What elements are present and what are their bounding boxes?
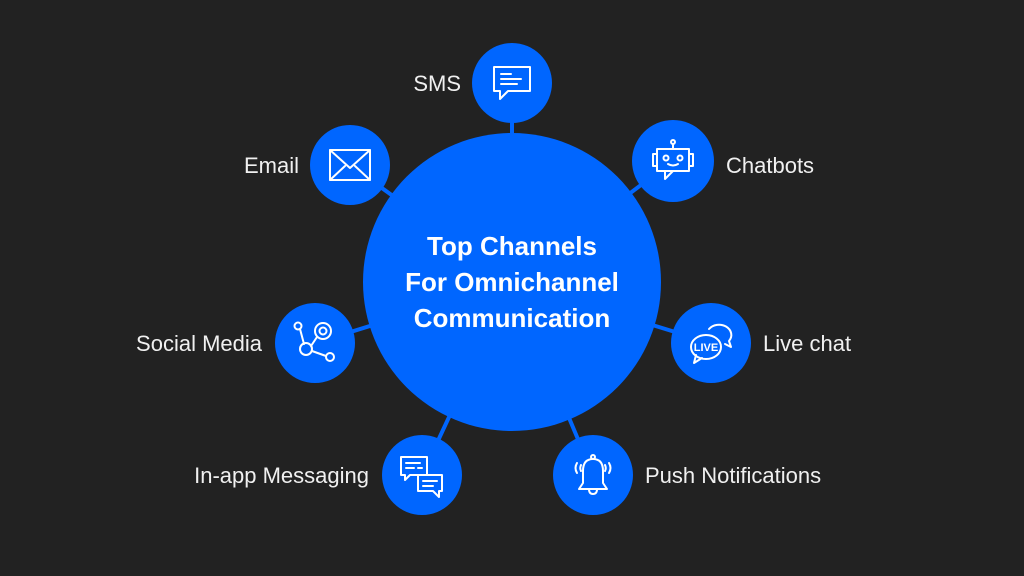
envelope-icon <box>326 141 374 189</box>
label-in-app-messaging: In-app Messaging <box>194 463 369 488</box>
robot-icon <box>649 137 697 185</box>
center-title: Top Channels For Omnichannel Communicati… <box>362 228 662 336</box>
chatbots-node-circle <box>632 120 714 202</box>
label-sms: SMS <box>413 71 461 96</box>
svg-text:LIVE: LIVE <box>694 342 718 354</box>
label-email: Email <box>243 153 299 178</box>
label-chatbots: Chatbots <box>726 153 815 178</box>
messages-icon <box>398 451 446 499</box>
center-hub-circle <box>363 133 661 431</box>
email-node-circle <box>310 125 390 205</box>
label-social-media: Social Media <box>136 331 262 356</box>
live-chat-node-circle <box>671 303 751 383</box>
title-line-3: Communication <box>413 303 611 333</box>
title-line-2: For Omnichannel <box>405 267 619 297</box>
title-line-1: Top Channels <box>427 231 597 261</box>
social-network-icon <box>291 319 339 367</box>
label-live-chat: Live chat <box>763 331 852 356</box>
live-chat-icon: LIVE <box>687 319 735 367</box>
sms-chat-bubble-icon <box>488 59 536 107</box>
push-node-circle <box>553 435 633 515</box>
bell-icon <box>569 451 617 499</box>
label-push-notifications: Push Notifications <box>645 463 822 488</box>
